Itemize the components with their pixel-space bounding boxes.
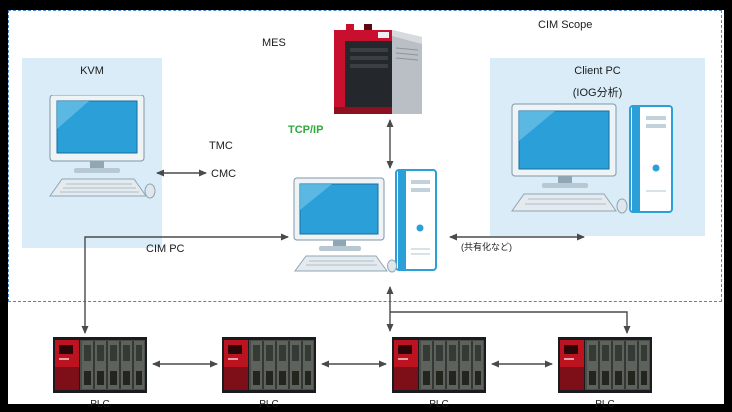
kvm-computer-icon bbox=[49, 95, 156, 199]
plc-icon bbox=[392, 337, 486, 393]
cim-scope-box bbox=[8, 10, 722, 302]
plc-icon bbox=[558, 337, 652, 393]
client-pc-title: Client PC bbox=[574, 65, 621, 77]
client-pc-icon bbox=[511, 103, 673, 214]
plc-unit: PLC bbox=[53, 337, 147, 410]
cim-scope-label: CIM Scope bbox=[538, 19, 593, 31]
mes-server-icon bbox=[334, 24, 422, 114]
plc-label: PLC bbox=[259, 399, 279, 410]
tcpip-label: TCP/IP bbox=[288, 124, 324, 136]
plc-icon bbox=[53, 337, 147, 393]
plc-label: PLC bbox=[429, 399, 449, 410]
plc-label: PLC bbox=[90, 399, 110, 410]
kvm-panel-title: KVM bbox=[80, 65, 104, 77]
cim-pc-icon bbox=[293, 169, 437, 273]
plc-label: PLC bbox=[595, 399, 615, 410]
mes-label: MES bbox=[262, 37, 286, 49]
cim-pc-label: CIM PC bbox=[146, 243, 185, 255]
cmc-label: CMC bbox=[211, 168, 237, 180]
plc-icon bbox=[222, 337, 316, 393]
plc-unit: PLC bbox=[222, 337, 316, 410]
plc-unit: PLC bbox=[392, 337, 486, 410]
client-pc-subtitle: (IOG分析) bbox=[572, 87, 623, 99]
plc-unit: PLC bbox=[558, 337, 652, 410]
tmc-label: TMC bbox=[209, 140, 233, 152]
share-label: (共有化など) bbox=[461, 242, 512, 252]
